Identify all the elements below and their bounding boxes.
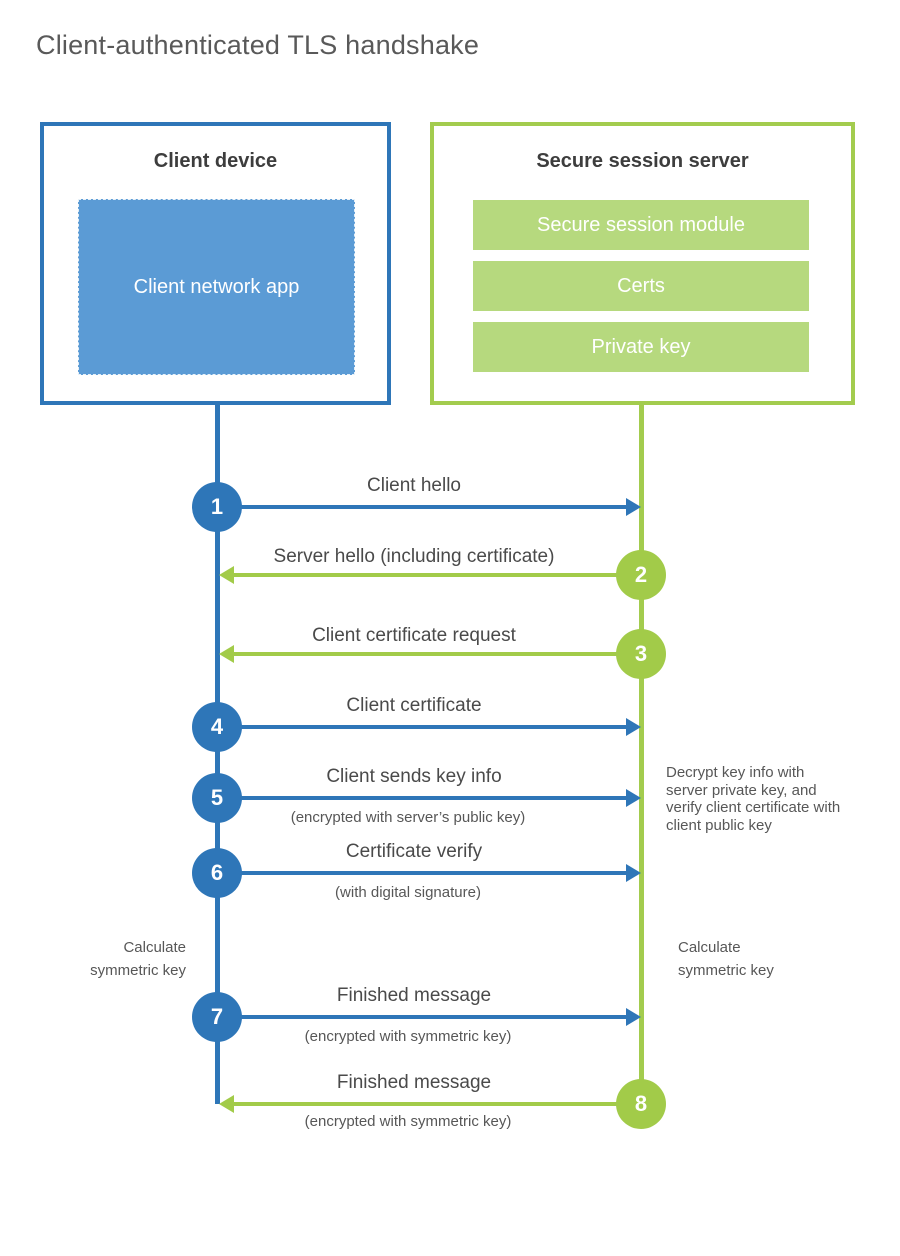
module-bar-certs: Certs xyxy=(473,261,809,311)
arrow-head-left-icon xyxy=(219,1095,234,1113)
step-circle: 2 xyxy=(616,550,666,600)
message-label: Client certificate request xyxy=(312,625,516,646)
note-decrypt-key-info: Decrypt key info with server private key… xyxy=(666,764,841,834)
client-lifeline xyxy=(215,404,220,1104)
message-sublabel: (encrypted with server’s public key) xyxy=(290,809,526,826)
arrow-shaft xyxy=(240,725,626,729)
message-label: Server hello (including certificate) xyxy=(273,546,555,567)
arrow-shaft xyxy=(234,1102,617,1106)
step-circle: 3 xyxy=(616,629,666,679)
message-sublabel: (encrypted with symmetric key) xyxy=(304,1028,512,1045)
arrow-head-left-icon xyxy=(219,566,234,584)
client-network-app-label: Client network app xyxy=(133,275,300,298)
arrow-head-right-icon xyxy=(626,718,641,736)
message-label: Finished message xyxy=(336,985,492,1006)
message-label: Client certificate xyxy=(346,695,482,716)
note-calculate-symmetric-key-client: Calculate symmetric key xyxy=(90,939,186,979)
message-sublabel: (encrypted with symmetric key) xyxy=(304,1113,512,1130)
message-sublabel: (with digital signature) xyxy=(335,884,481,901)
arrow-head-right-icon xyxy=(626,864,641,882)
step-circle: 6 xyxy=(192,848,242,898)
message-label: Client sends key info xyxy=(326,766,502,787)
arrow-shaft xyxy=(240,871,626,875)
client-network-app-box: Client network app xyxy=(78,199,355,375)
arrow-head-left-icon xyxy=(219,645,234,663)
arrow-shaft xyxy=(240,1015,626,1019)
client-device-box: Client device Client network app xyxy=(40,122,391,405)
arrow-shaft xyxy=(234,652,617,656)
server-lifeline xyxy=(639,404,644,1128)
arrow-shaft xyxy=(240,505,626,509)
message-label: Certificate verify xyxy=(345,841,483,862)
step-circle: 7 xyxy=(192,992,242,1042)
arrow-head-right-icon xyxy=(626,789,641,807)
client-device-title: Client device xyxy=(153,150,278,172)
note-calculate-symmetric-key-server: Calculate symmetric key xyxy=(678,939,774,979)
module-bar-private-key: Private key xyxy=(473,322,809,372)
module-bar-secure-session-module: Secure session module xyxy=(473,200,809,250)
secure-session-server-box: Secure session server Secure session mod… xyxy=(430,122,855,405)
arrow-shaft xyxy=(240,796,626,800)
step-circle: 5 xyxy=(192,773,242,823)
step-circle: 8 xyxy=(616,1079,666,1129)
arrow-shaft xyxy=(234,573,617,577)
diagram-title: Client-authenticated TLS handshake xyxy=(36,30,480,60)
message-label: Client hello xyxy=(367,475,461,496)
message-label: Finished message xyxy=(336,1072,492,1093)
step-circle: 1 xyxy=(192,482,242,532)
arrow-head-right-icon xyxy=(626,498,641,516)
arrow-head-right-icon xyxy=(626,1008,641,1026)
step-circle: 4 xyxy=(192,702,242,752)
secure-session-server-title: Secure session server xyxy=(536,150,749,172)
